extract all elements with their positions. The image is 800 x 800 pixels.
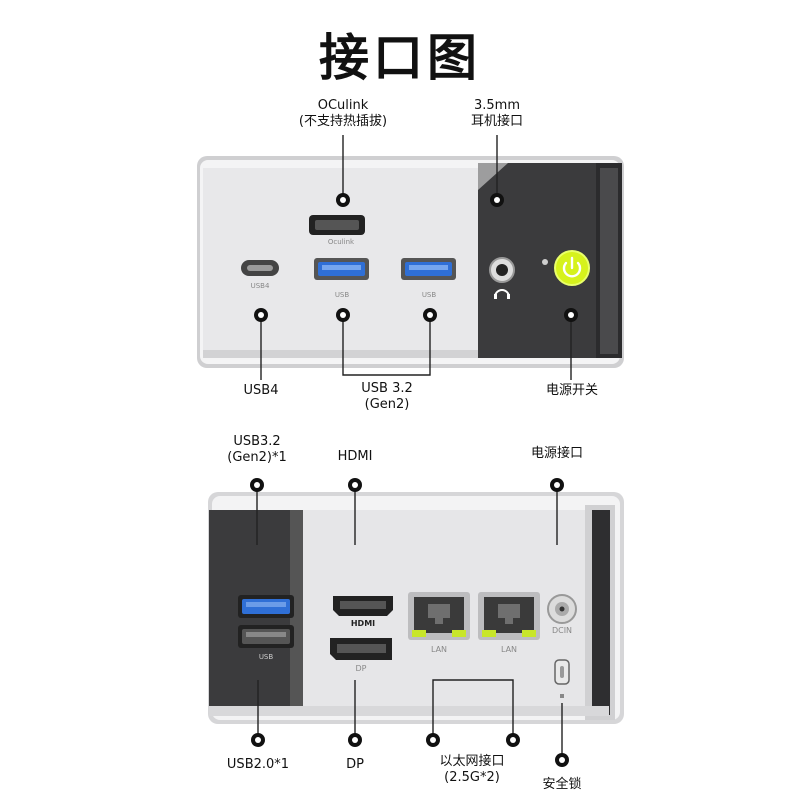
label-rear-usb32-count: (Gen2)*1 (227, 450, 287, 465)
port-text-usb-a: USB (334, 291, 350, 299)
lan-port-2 (478, 592, 540, 640)
front-dark-section (478, 163, 622, 358)
label-power-switch: 电源开关 (545, 383, 598, 398)
rear-callout-lines (256, 490, 563, 755)
front-callout-dots (254, 193, 578, 322)
label-oculink-title: OCulink (317, 98, 369, 113)
rear-usb20-port (238, 625, 294, 648)
port-text-lan-2: LAN (500, 645, 518, 654)
rear-panel (208, 478, 624, 767)
label-ethernet: 以太网接口 (2.5G*2) (422, 754, 522, 786)
port-text-rear-usb: USB (258, 653, 274, 661)
front-panel (197, 135, 624, 380)
port-text-hdmi: HDMI (350, 619, 376, 628)
port-text-dcin: DCIN (551, 626, 573, 635)
audio-jack (489, 257, 515, 299)
power-button-icon (554, 250, 590, 286)
oculink-port (309, 215, 365, 235)
front-callout-lines (260, 135, 572, 380)
front-usb-a-port-1 (314, 258, 369, 280)
port-text-dp: DP (355, 664, 367, 673)
lan-port-1 (408, 592, 470, 640)
label-ethernet-title: 以太网接口 (439, 754, 505, 769)
hdmi-port (333, 596, 393, 616)
label-ethernet-speed: (2.5G*2) (444, 770, 500, 785)
label-usb20: USB2.0*1 (226, 757, 290, 772)
label-security-lock: 安全锁 (542, 777, 582, 792)
rear-callout-dots (250, 478, 569, 767)
front-usb-a-port-2 (401, 258, 456, 280)
security-lock-slot (554, 659, 570, 698)
label-rear-usb32-title: USB3.2 (233, 434, 281, 449)
label-usb4: USB4 (243, 383, 279, 398)
dp-port (330, 638, 392, 660)
label-audio-name: 耳机接口 (470, 114, 523, 129)
page-title: 接口图 (319, 29, 481, 87)
usb4-port (241, 260, 279, 276)
label-audio-jack: 3.5mm 耳机接口 (447, 98, 547, 130)
front-led (542, 259, 548, 265)
port-text-usb4: USB4 (250, 282, 270, 290)
port-text-oculink: Oculink (327, 238, 355, 246)
label-rear-usb32: USB3.2 (Gen2)*1 (212, 434, 302, 466)
label-front-usb32: USB 3.2 (Gen2) (337, 381, 437, 413)
label-hdmi: HDMI (337, 449, 373, 464)
label-oculink: OCulink (不支持热插拔) (283, 98, 403, 130)
rear-usb32-port (238, 595, 294, 618)
dc-in-port (547, 594, 577, 624)
label-dp: DP (346, 757, 364, 772)
label-audio-size: 3.5mm (473, 98, 520, 113)
label-oculink-note: (不支持热插拔) (298, 114, 388, 129)
label-power-input: 电源接口 (530, 446, 583, 461)
label-front-usb32-gen: (Gen2) (364, 397, 410, 412)
label-front-usb32-title: USB 3.2 (361, 381, 413, 396)
port-text-lan-1: LAN (430, 645, 448, 654)
port-text-usb-b: USB (421, 291, 437, 299)
